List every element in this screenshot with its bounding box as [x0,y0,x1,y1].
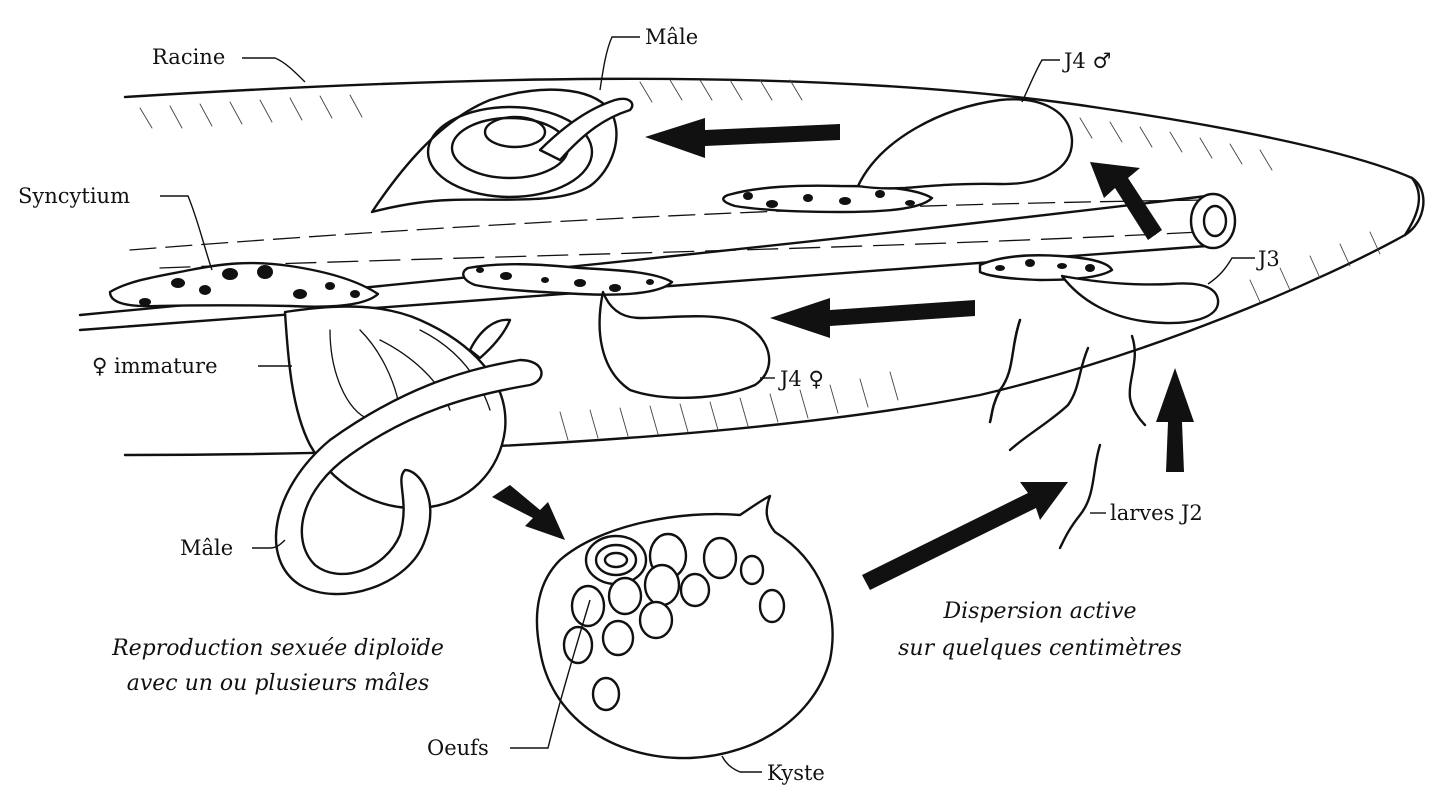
root-upper-hatching [140,80,1272,170]
arrow-left-top [645,118,840,158]
label-syncytium: Syncytium [18,184,130,208]
caption-dispersion-line1: Dispersion active [942,599,1136,624]
label-female-immature: ♀ immature [92,354,218,378]
arrow-left-middle [770,298,975,338]
male-top-sac [372,90,632,212]
label-oeufs: Oeufs [427,736,489,760]
syncytium-right [980,255,1112,280]
j3-larva [1062,276,1218,323]
arrow-to-cyst [492,485,565,540]
caption-dispersion-line2: sur quelques centimètres [898,636,1182,661]
syncytium-top [723,186,932,212]
arrow-to-larvae [862,482,1068,590]
label-kyste: Kyste [767,761,825,785]
j4-female-larva [600,292,770,398]
arrow-up [1156,368,1194,472]
label-j3: J3 [1256,247,1280,271]
syncytium-left [110,263,378,307]
label-j4-male: J4 ♂ [1062,49,1111,73]
label-male-top: Mâle [645,25,698,49]
label-racine: Racine [152,45,225,69]
syncytium-middle [463,264,672,294]
label-male-bottom: Mâle [180,536,233,560]
caption-reproduction-line1: Reproduction sexuée diploïde [111,636,444,661]
label-j4-female: J4 ♀ [778,367,824,391]
caption-reproduction-line2: avec un ou plusieurs mâles [127,671,430,696]
label-larves-j2: larves J2 [1110,501,1203,525]
j4-male-larva [858,99,1072,188]
